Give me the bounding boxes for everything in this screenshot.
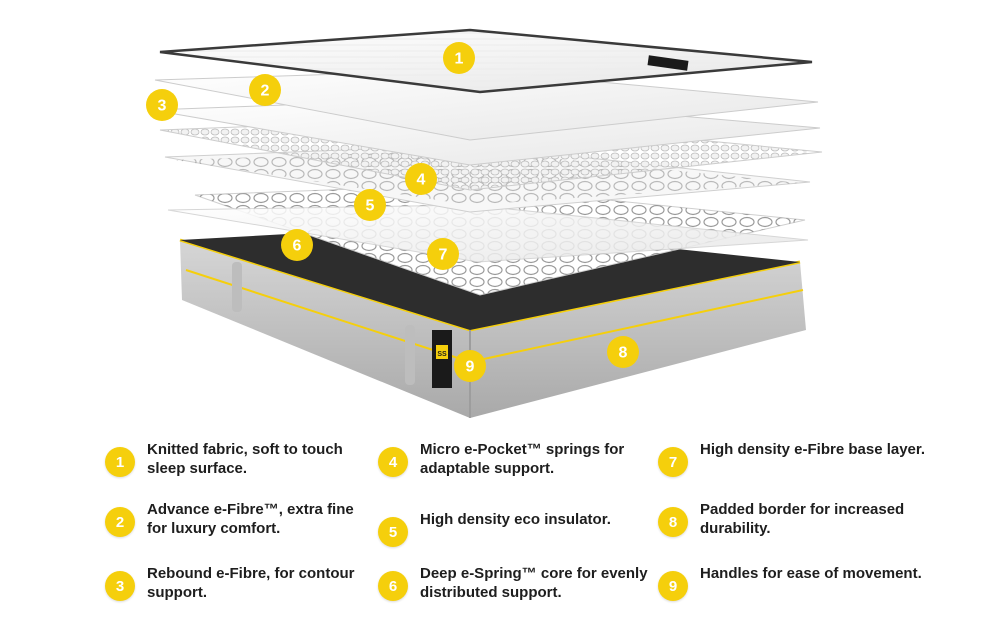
diagram-badge-label: 5: [366, 198, 375, 215]
legend-item-7: 7 High density e-Fibre base layer.: [658, 440, 928, 490]
legend: 1 Knitted fabric, soft to touch sleep su…: [0, 430, 1000, 640]
legend-text: Handles for ease of movement.: [700, 565, 922, 582]
legend-text: Rebound e-Fibre, for contour support.: [147, 565, 355, 601]
diagram-badge-4: 4: [405, 163, 437, 195]
diagram-badge-label: 6: [293, 238, 302, 255]
diagram-badge-label: 9: [466, 359, 475, 376]
legend-item-8: 8 Padded border for increased durability…: [658, 500, 928, 550]
legend-badge: 7: [658, 447, 688, 477]
brand-tag-label: SS: [437, 351, 447, 358]
diagram-badge-8: 8: [607, 336, 639, 368]
number-badges: 1 2 3 4 5 6 7 8 9: [146, 42, 639, 382]
mattress-layers-illustration: SS: [146, 28, 823, 418]
handle-front: [405, 325, 415, 385]
legend-badge: 2: [105, 507, 135, 537]
legend-item-3: 3 Rebound e-Fibre, for contour support.: [105, 564, 375, 614]
legend-item-9: 9 Handles for ease of movement.: [658, 564, 928, 614]
legend-text: Knitted fabric, soft to touch sleep surf…: [147, 441, 343, 477]
diagram-badge-9: 9: [454, 350, 486, 382]
legend-text: High density eco insulator.: [420, 511, 611, 528]
knitted-fabric-layer: [159, 28, 813, 94]
diagram-badge-label: 1: [455, 51, 464, 68]
mattress-diagram: SS: [146, 28, 823, 418]
top-label: [647, 55, 689, 71]
legend-text: Advance e-Fibre™, extra fine for luxury …: [147, 501, 354, 537]
legend-badge: 3: [105, 571, 135, 601]
legend-text: Padded border for increased durability.: [700, 501, 905, 537]
diagram-badge-1: 1: [443, 42, 475, 74]
legend-item-6: 6 Deep e-Spring™ core for evenly distrib…: [378, 564, 648, 614]
diagram-badge-label: 7: [439, 247, 448, 264]
legend-badge: 9: [658, 571, 688, 601]
legend-badge: 1: [105, 447, 135, 477]
handle-left: [232, 262, 242, 312]
legend-badge: 4: [378, 447, 408, 477]
diagram-badge-6: 6: [281, 229, 313, 261]
legend-text: High density e-Fibre base layer.: [700, 441, 926, 458]
diagram-badge-7: 7: [427, 238, 459, 270]
legend-item-2: 2 Advance e-Fibre™, extra fine for luxur…: [105, 500, 375, 550]
legend-item-1: 1 Knitted fabric, soft to touch sleep su…: [105, 440, 375, 490]
diagram-badge-2: 2: [249, 74, 281, 106]
legend-item-4: 4 Micro e-Pocket™ springs for adaptable …: [378, 440, 648, 490]
legend-badge: 8: [658, 507, 688, 537]
diagram-badge-5: 5: [354, 189, 386, 221]
diagram-badge-label: 2: [261, 83, 270, 100]
diagram-badge-3: 3: [146, 89, 178, 121]
legend-badge: 6: [378, 571, 408, 601]
legend-text: Micro e-Pocket™ springs for adaptable su…: [420, 441, 625, 477]
diagram-badge-label: 3: [158, 98, 167, 115]
legend-text: Deep e-Spring™ core for evenly distribut…: [420, 565, 648, 601]
diagram-badge-label: 8: [619, 345, 628, 362]
legend-item-5: 5 High density eco insulator.: [378, 510, 648, 560]
legend-badge: 5: [378, 517, 408, 547]
diagram-badge-label: 4: [417, 172, 426, 189]
